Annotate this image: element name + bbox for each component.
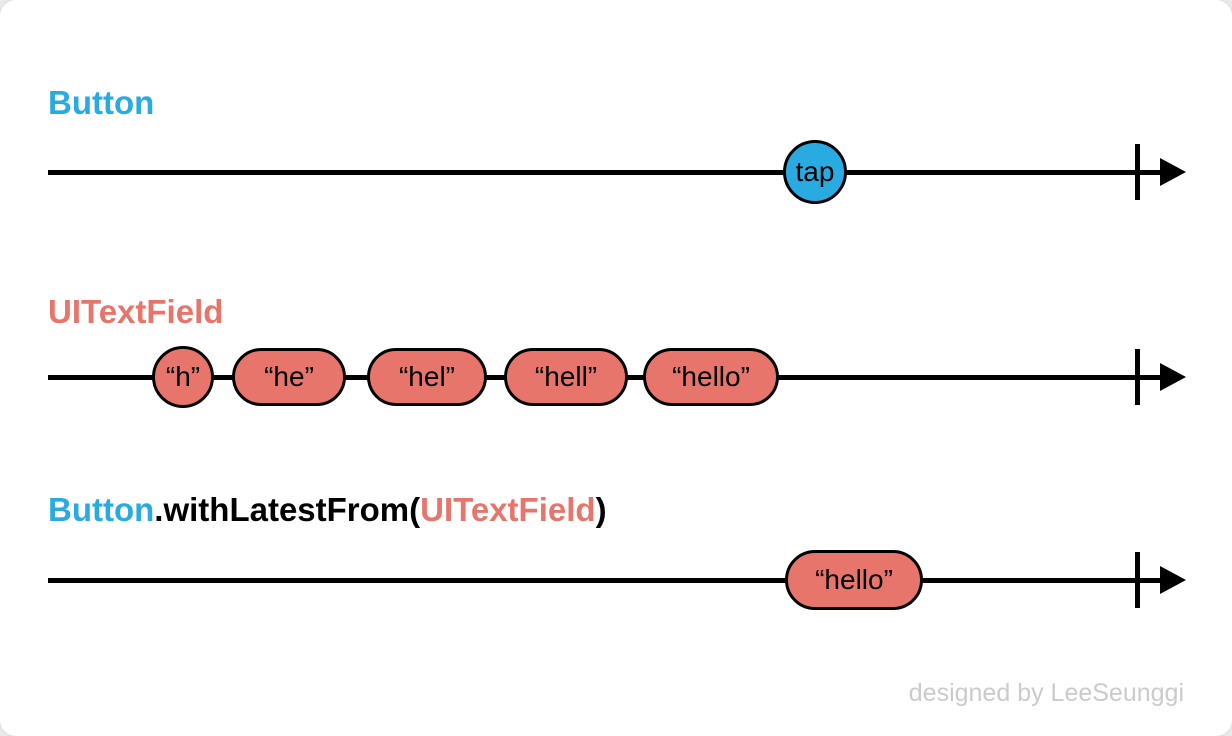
timeline-complete-tick [1135,552,1140,608]
row-uitextfield: UITextField “h” “he” “hel” “hell” “hello” [0,0,1232,408]
row-button: Button tap [0,0,1232,240]
timeline-arrowhead-icon [1160,566,1186,594]
row-withlatestfrom: Button.withLatestFrom(UITextField) “hell… [0,0,1232,610]
marble-button-stream: tap [783,140,847,204]
timeline-arrowhead-icon [1160,158,1186,186]
marble-uitextfield-stream: “hell” [504,348,628,406]
timeline-arrowhead-icon [1160,363,1186,391]
timeline: “h” “he” “hel” “hell” “hello” [0,341,1232,413]
row-title-part: ) [595,491,607,528]
credit-text: designed by LeeSeunggi [908,679,1184,707]
timeline: “hello” [0,544,1232,616]
timeline-complete-tick [1135,349,1140,405]
row-title-part: UITextField [48,293,224,330]
marble-uitextfield-stream: “h” [152,346,214,408]
row-title: Button.withLatestFrom(UITextField) [48,491,607,529]
row-title-part: .withLatestFrom( [154,491,421,528]
marble-uitextfield-stream: “he” [232,348,346,406]
timeline-line [48,169,1161,175]
row-title: UITextField [48,293,223,331]
marble-uitextfield-stream: “hel” [367,348,487,406]
row-title-part: Button [48,84,155,121]
row-title-part: Button [48,491,155,528]
marble-withlatestfrom-stream: “hello” [785,550,923,610]
timeline: tap [0,136,1232,208]
timeline-complete-tick [1135,144,1140,200]
row-title-part: UITextField [420,491,596,528]
timeline-line [48,577,1161,583]
marble-uitextfield-stream: “hello” [643,348,779,406]
row-title: Button [48,84,154,122]
